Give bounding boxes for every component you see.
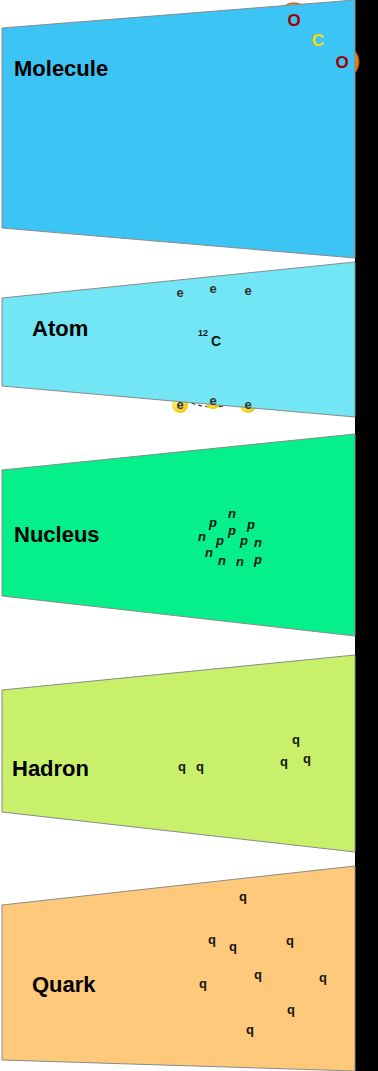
- quark-symbol: q: [239, 890, 247, 903]
- hadron-band: Hadron: [2, 655, 355, 852]
- nucleon-symbol: n: [228, 507, 236, 520]
- electron-symbol: e: [209, 394, 216, 407]
- band-outline: [2, 866, 355, 1071]
- band-outline: [2, 434, 355, 636]
- side-bar-part: [355, 0, 378, 1071]
- electron-symbol: e: [209, 282, 216, 295]
- band-shape: [2, 655, 355, 852]
- quark-symbol: q: [178, 760, 186, 773]
- quark-symbol: q: [292, 733, 300, 746]
- level-name: Atom: [32, 318, 88, 340]
- quark-symbol: q: [208, 933, 216, 946]
- level-name: Hadron: [12, 758, 89, 780]
- level-name: Quark: [32, 974, 96, 996]
- quark-symbol: q: [229, 940, 237, 953]
- nucleon-symbol: p: [240, 534, 248, 547]
- nucleus-band: Nucleus: [2, 434, 355, 636]
- nucleon-symbol: n: [205, 546, 213, 559]
- atom-symbol: C: [312, 32, 324, 49]
- level-name: Nucleus: [14, 524, 100, 546]
- electron-symbol: e: [176, 398, 183, 411]
- nucleon-symbol: n: [236, 555, 244, 568]
- quark-symbol: q: [246, 1023, 254, 1036]
- quark-symbol: q: [303, 752, 311, 765]
- side-bar: [355, 0, 378, 1071]
- nucleon-symbol: p: [247, 518, 255, 531]
- quark-symbol: q: [319, 971, 327, 984]
- band-shape: [2, 866, 355, 1071]
- electron-symbol: e: [244, 284, 251, 297]
- electron-symbol: e: [176, 286, 183, 299]
- quark-symbol: q: [254, 968, 262, 981]
- atom-symbol: O: [335, 54, 348, 71]
- element-symbol: C: [211, 334, 221, 348]
- nucleon-symbol: p: [254, 553, 262, 566]
- band-outline: [2, 262, 355, 417]
- atom-symbol: O: [287, 12, 300, 29]
- band-shape: [2, 0, 355, 258]
- quark-symbol: q: [199, 977, 207, 990]
- mass-number: 12: [198, 329, 208, 338]
- nucleon-symbol: n: [198, 530, 206, 543]
- nucleon-symbol: n: [254, 536, 262, 549]
- nucleon-symbol: n: [218, 554, 226, 567]
- quark-band: Quark: [2, 866, 355, 1071]
- nucleon-symbol: p: [209, 516, 217, 529]
- quark-symbol: q: [286, 934, 294, 947]
- nucleon-symbol: p: [228, 524, 236, 537]
- level-name: Molecule: [14, 58, 108, 80]
- quark-symbol: q: [287, 1003, 295, 1016]
- nucleon-symbol: p: [216, 534, 224, 547]
- quark-symbol: q: [280, 755, 288, 768]
- molecule-band: Molecule: [2, 0, 355, 258]
- band-outline: [2, 0, 355, 258]
- antiquark-symbol: q: [196, 760, 204, 773]
- band-outline: [2, 655, 355, 852]
- electron-symbol: e: [244, 398, 251, 411]
